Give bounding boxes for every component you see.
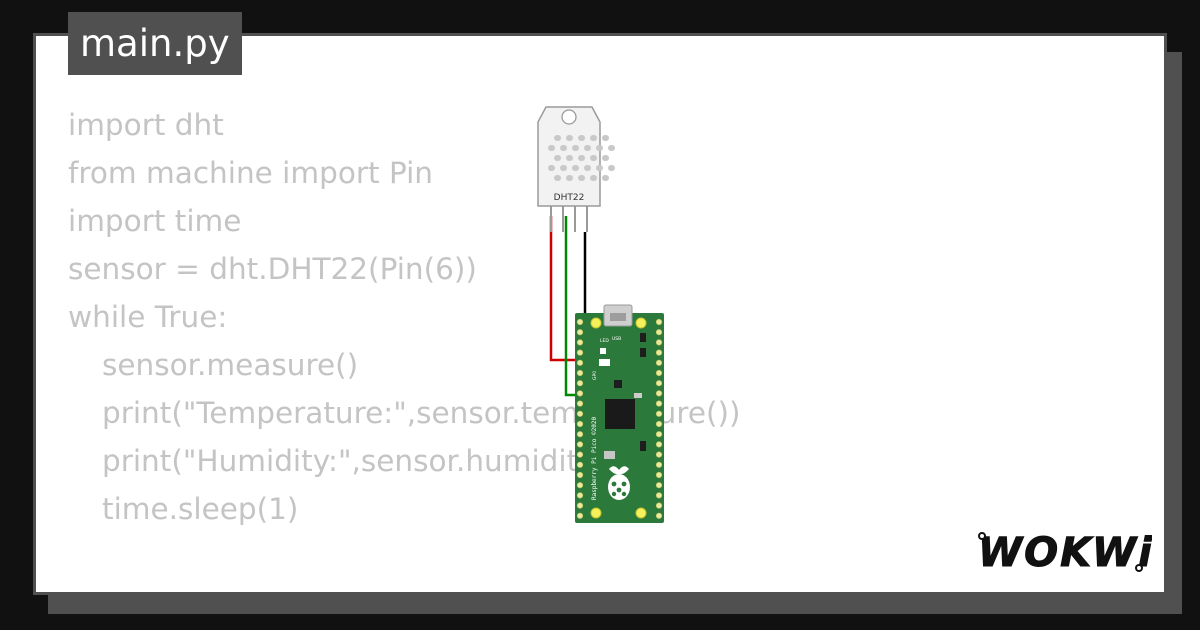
sensor-vent	[554, 135, 561, 141]
pin-hole	[655, 451, 663, 458]
pin-hole	[576, 400, 584, 407]
mount-hole-br	[635, 507, 647, 519]
pin-hole	[576, 349, 584, 356]
sensor-label: DHT22	[554, 193, 585, 203]
led-label: LED	[600, 338, 609, 344]
pin-hole	[655, 390, 663, 397]
pin-hole	[655, 441, 663, 448]
board-side-label: Raspberry Pi Pico ©2020	[591, 417, 598, 500]
pin-hole	[576, 492, 584, 499]
sensor-vent	[608, 165, 615, 171]
code-line: import dht	[68, 108, 224, 142]
mount-hole-bl	[590, 507, 602, 519]
wokwi-logo[interactable]: WOKWi	[976, 526, 1153, 578]
pin-hole	[655, 380, 663, 387]
pin-hole	[655, 482, 663, 489]
wokwi-logo-text: WOKWi	[978, 530, 1152, 576]
sensor-vent	[578, 135, 585, 141]
pin-hole	[655, 369, 663, 377]
sensor-vent	[590, 175, 597, 181]
pin-hole	[576, 390, 584, 397]
pin-hole	[655, 410, 663, 417]
sensor-vent	[566, 175, 573, 181]
pin-hole	[576, 339, 584, 346]
pin-hole	[655, 400, 663, 407]
code-listing: import dht from machine import Pin import …	[68, 101, 741, 533]
pin-hole	[655, 339, 663, 346]
mount-hole-tr	[635, 317, 647, 329]
rp2040-chip	[605, 399, 635, 429]
pin-hole	[655, 471, 663, 479]
pin-hole	[655, 349, 663, 356]
pin-hole	[576, 441, 584, 448]
sensor-vent	[554, 155, 561, 161]
pin-hole	[576, 451, 584, 458]
sensor-vent	[608, 145, 615, 151]
sensor-vent	[602, 155, 609, 161]
code-line: sensor.measure()	[102, 348, 359, 382]
sensor-vent	[578, 175, 585, 181]
pin-hole	[576, 420, 584, 428]
pin-hole	[655, 329, 663, 336]
sensor-vent	[590, 155, 597, 161]
code-line: sensor = dht.DHT22(Pin(6))	[68, 252, 477, 286]
code-line: time.sleep(1)	[102, 492, 299, 526]
pin-hole	[655, 318, 663, 326]
pin-hole	[576, 380, 584, 387]
sensor-vent	[596, 165, 603, 171]
raspberry-logo-icon	[608, 466, 630, 500]
sensor-vent	[566, 135, 573, 141]
pin-hole	[576, 512, 584, 519]
sensor-vent	[578, 155, 585, 161]
pin-hole	[576, 359, 584, 366]
dht22-sensor[interactable]: DHT22	[537, 106, 615, 232]
pin-hole	[655, 420, 663, 428]
sensor-vent	[572, 145, 579, 151]
pin-hole	[655, 359, 663, 366]
pin-hole	[576, 502, 584, 509]
sensor-vent	[560, 145, 567, 151]
sensor-vent	[566, 155, 573, 161]
sensor-vent	[572, 165, 579, 171]
sensor-vent	[602, 175, 609, 181]
pin-hole	[576, 471, 584, 479]
pico-board[interactable]: LED USB GP0 Raspberry Pi Pico ©2020	[575, 304, 664, 523]
pin-hole	[576, 482, 584, 489]
sensor-vent	[548, 145, 555, 151]
led	[600, 348, 606, 354]
code-line: print("Humidity:",sensor.humidity())	[102, 444, 631, 478]
pin-hole	[576, 318, 584, 326]
sensor-vent	[560, 165, 567, 171]
pin-label: GP0	[592, 371, 598, 380]
sensor-vent	[584, 145, 591, 151]
pin-hole	[576, 461, 584, 468]
pin-hole	[576, 369, 584, 377]
sensor-vent	[584, 165, 591, 171]
code-line: from machine import Pin	[68, 156, 433, 190]
file-tab[interactable]: main.py	[68, 12, 242, 75]
sensor-vent	[596, 145, 603, 151]
pin-hole	[576, 431, 584, 438]
pin-hole	[655, 502, 663, 509]
sensor-vent	[548, 165, 555, 171]
code-line: import time	[68, 204, 242, 238]
sensor-vent	[590, 135, 597, 141]
pin-hole	[655, 492, 663, 499]
sensor-vent	[602, 135, 609, 141]
pin-hole	[655, 461, 663, 468]
code-line: while True:	[68, 300, 228, 334]
sensor-vent	[554, 175, 561, 181]
mount-hole-tl	[590, 317, 602, 329]
pin-hole	[655, 512, 663, 519]
pin-hole	[576, 410, 584, 417]
pin-hole	[576, 329, 584, 336]
pin-hole	[655, 431, 663, 438]
usb-label: USB	[612, 336, 621, 342]
